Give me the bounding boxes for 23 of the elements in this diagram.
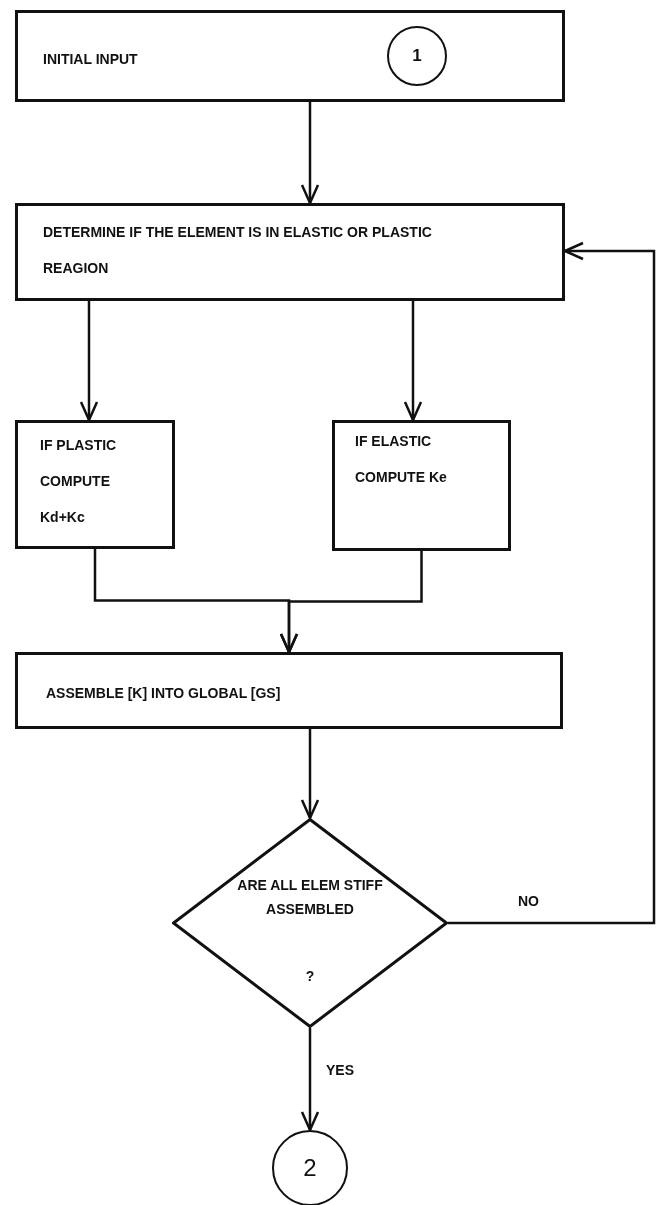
arrow xyxy=(79,301,99,422)
connector-circle: 1 xyxy=(387,26,447,86)
process-box xyxy=(15,203,565,301)
step-text: ASSEMBLE [K] INTO GLOBAL [GS] xyxy=(46,684,282,703)
process-box xyxy=(15,420,175,549)
process-box xyxy=(15,652,563,729)
step-text: DETERMINE IF THE ELEMENT IS IN ELASTIC OR PLASTIC REAGION xyxy=(43,223,433,278)
arrow xyxy=(403,301,423,422)
step-text: IF ELASTIC COMPUTE Ke xyxy=(355,432,448,487)
arrow xyxy=(448,241,656,925)
edge-label: YES xyxy=(324,1062,356,1078)
arrow xyxy=(279,551,423,654)
arrow xyxy=(300,102,320,205)
arrow xyxy=(300,729,320,820)
step-text: INITIAL INPUT xyxy=(43,50,139,69)
decision-text: ARE ALL ELEM STIFF ASSEMBLED xyxy=(236,876,384,919)
question-mark: ? xyxy=(304,967,316,986)
edge-label: NO xyxy=(516,893,541,909)
step-text: IF PLASTIC COMPUTE Kd+Kc xyxy=(40,436,118,527)
process-box xyxy=(332,420,511,551)
arrow xyxy=(300,1028,320,1132)
connector-circle: 2 xyxy=(272,1130,348,1205)
process-box xyxy=(15,10,565,102)
